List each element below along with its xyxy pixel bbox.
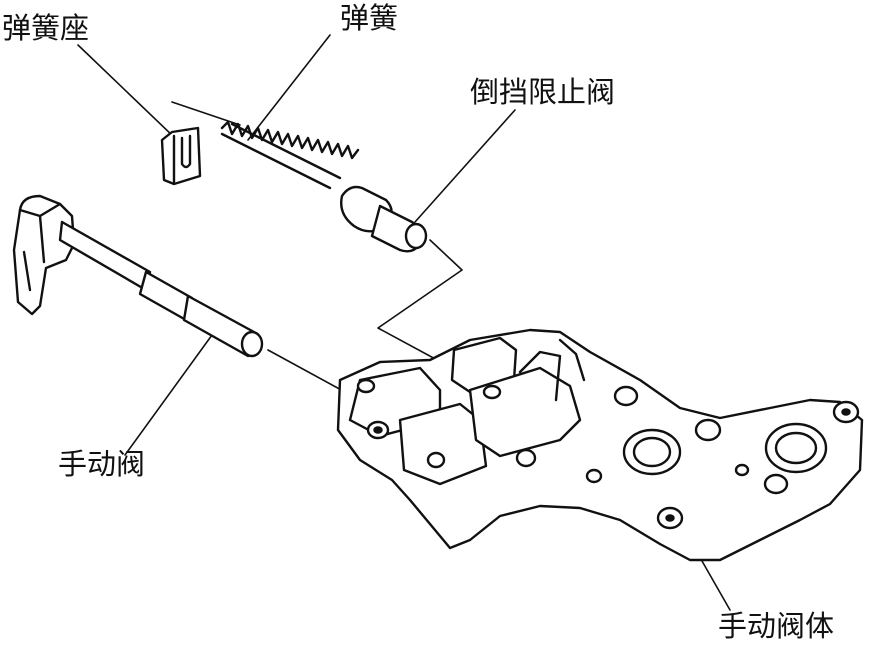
leader-spring-seat [77,44,176,139]
leader-manual-valve [124,334,213,456]
spring [220,120,360,190]
label-spring: 弹簧 [340,1,399,35]
label-reverse-limit-valve: 倒挡限止阀 [470,75,616,109]
leader-lines [77,34,731,611]
guide-line-reverse-valve-path [377,239,463,369]
guide-line-spring-axis [171,101,241,126]
spring-seat [160,126,202,186]
reverse-limit-valve [340,185,428,253]
manual-valve [12,194,264,358]
guide-line-manual-valve-path [267,349,346,393]
label-spring-seat: 弹簧座 [2,11,90,45]
leader-reverse-limit-valve [414,109,516,223]
label-manual-valve: 手动阀 [58,447,146,481]
leader-spring [247,34,331,141]
manual-valve-body [336,328,864,562]
label-manual-valve-body: 手动阀体 [718,609,835,643]
